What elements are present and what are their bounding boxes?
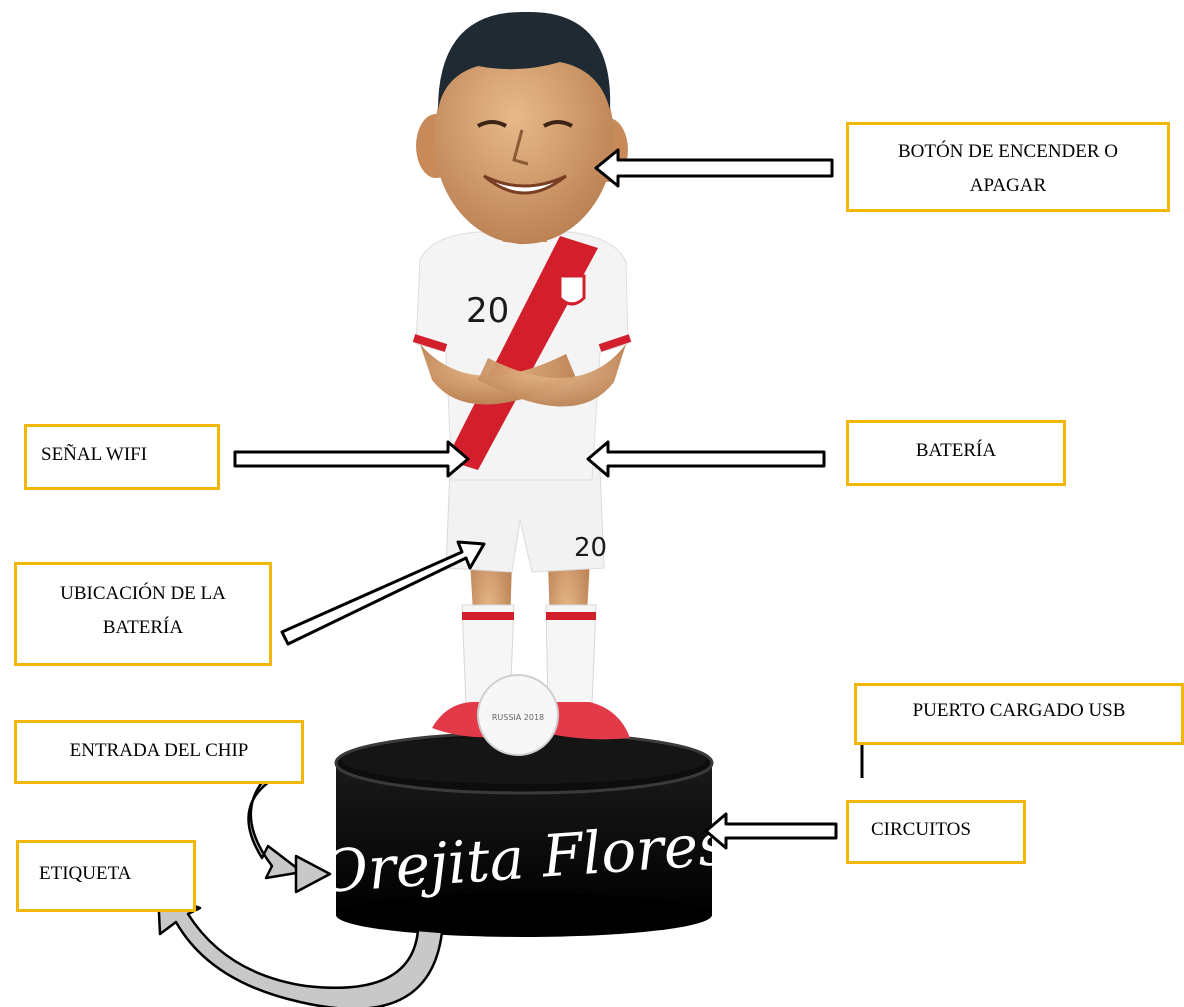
callout-battery-location-line1: UBICACIÓN DE LA (60, 583, 226, 604)
arrow-circuits (704, 812, 838, 850)
callout-circuits: CIRCUITOS (846, 800, 1026, 864)
callout-power-button-line2: APAGAR (969, 175, 1047, 196)
callout-chip-entry: ENTRADA DEL CHIP (14, 720, 304, 784)
callout-chip-entry-text: ENTRADA DEL CHIP (69, 740, 249, 761)
figure-shorts: 20 (445, 467, 607, 573)
callout-usb-port-text: PUERTO CARGADO USB (912, 700, 1126, 721)
callout-wifi-text: SEÑAL WIFI (41, 444, 148, 465)
figure-arms (420, 344, 626, 407)
arrow-battery (586, 440, 826, 478)
callout-battery: BATERÍA (846, 420, 1066, 486)
arrow-wifi (233, 440, 470, 478)
soccer-ball: RUSSIA 2018 (477, 674, 559, 756)
callout-battery-text: BATERÍA (915, 440, 997, 461)
callout-wifi: SEÑAL WIFI (24, 424, 220, 490)
arrow-battery-location (280, 540, 486, 646)
curved-arrow-chip (247, 756, 332, 894)
figure-head (416, 11, 628, 244)
callout-tag-text: ETIQUETA (39, 863, 132, 884)
callout-battery-location-line2: BATERÍA (102, 617, 184, 638)
callout-battery-location: UBICACIÓN DE LA BATERÍA (14, 562, 272, 666)
callout-power-button: BOTÓN DE ENCENDER O APAGAR (846, 122, 1170, 212)
callout-circuits-text: CIRCUITOS (871, 819, 971, 840)
jersey-number: 20 (466, 291, 509, 331)
callout-tag: ETIQUETA (16, 840, 196, 912)
callout-usb-port: PUERTO CARGADO USB (854, 683, 1184, 745)
figure-jersey: 20 (412, 229, 632, 481)
figure-base: Orejita Flores (318, 731, 730, 937)
shorts-number: 20 (574, 533, 607, 563)
ball-text: RUSSIA 2018 (492, 713, 544, 722)
callout-power-button-line1: BOTÓN DE ENCENDER O (897, 141, 1119, 162)
arrow-power-button (594, 148, 834, 188)
figure-legs (432, 560, 630, 740)
bobblehead-figure: Orejita Flores RUSSIA 2018 20 (318, 11, 730, 937)
